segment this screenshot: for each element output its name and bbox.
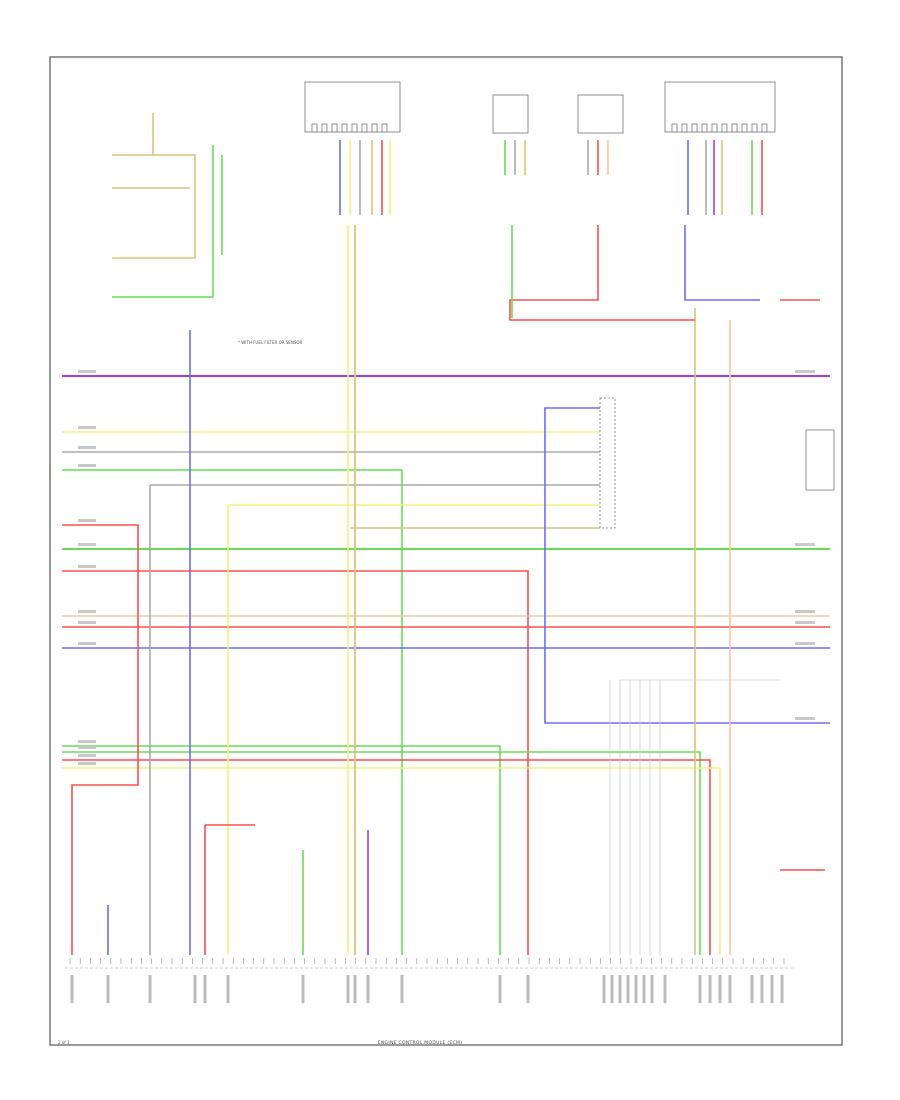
wire-tan-ul xyxy=(112,113,196,259)
pin-tr-8 xyxy=(751,123,758,133)
pin-tc-3 xyxy=(341,123,348,133)
wire-red-trunk-7 xyxy=(62,570,529,955)
wire-yellow-trunk-14 xyxy=(62,767,721,955)
wire-green-trunk-12 xyxy=(62,751,701,955)
pin-label-mark-26 xyxy=(760,975,764,1003)
left-wire-label-mark-13 xyxy=(78,762,96,765)
pin-label-mark-17 xyxy=(634,975,638,1003)
label-group xyxy=(65,370,815,1003)
pin-label-mark-10 xyxy=(400,975,404,1003)
wire-green-ul xyxy=(112,145,214,298)
right-wire-label-mark-5 xyxy=(795,717,815,720)
left-wire-label-mark-9 xyxy=(78,642,96,645)
pin-label-mark-21 xyxy=(698,975,702,1003)
right-wire-label-mark-1 xyxy=(795,543,815,546)
pin-label-mark-19 xyxy=(650,975,654,1003)
pin-tc-2 xyxy=(331,123,338,133)
note-text: * WITH FUEL FILTER OR SENSOR xyxy=(238,340,303,345)
pin-label-mark-22 xyxy=(708,975,712,1003)
right-wire-label-mark-0 xyxy=(795,370,815,373)
wire-blue-upper-right xyxy=(684,225,760,301)
wire-green-trunk-11 xyxy=(62,745,501,955)
left-wire-label-mark-1 xyxy=(78,426,96,429)
pin-label-mark-25 xyxy=(750,975,754,1003)
pin-label-mark-3 xyxy=(193,975,197,1003)
connector-top-right xyxy=(664,81,776,133)
pin-tc-5 xyxy=(361,123,368,133)
left-wire-label-mark-11 xyxy=(78,746,96,749)
wire-group xyxy=(62,113,830,955)
pin-label-mark-2 xyxy=(148,975,152,1003)
pin-label-mark-1 xyxy=(106,975,110,1003)
pin-tc-0 xyxy=(311,123,318,133)
pin-label-mark-16 xyxy=(626,975,630,1003)
pin-label-mark-0 xyxy=(70,975,74,1003)
pin-tr-7 xyxy=(741,123,748,133)
pin-label-mark-8 xyxy=(353,975,357,1003)
pin-tc-1 xyxy=(321,123,328,133)
pin-tr-1 xyxy=(681,123,688,133)
connector-mid-left xyxy=(492,94,529,134)
module-right xyxy=(805,429,835,491)
pin-label-mark-7 xyxy=(346,975,350,1003)
left-wire-label-mark-2 xyxy=(78,446,96,449)
pin-label-mark-20 xyxy=(663,975,667,1003)
pin-label-mark-13 xyxy=(602,975,606,1003)
right-wire-label-mark-4 xyxy=(795,642,815,645)
pin-label-mark-27 xyxy=(770,975,774,1003)
pin-label-mark-11 xyxy=(498,975,502,1003)
component-group xyxy=(304,81,835,529)
connector-mid-right xyxy=(577,94,624,134)
pin-label-mark-15 xyxy=(618,975,622,1003)
pin-tr-0 xyxy=(671,123,678,133)
left-wire-label-mark-5 xyxy=(78,543,96,546)
pin-label-mark-5 xyxy=(226,975,230,1003)
left-wire-label-mark-10 xyxy=(78,740,96,743)
left-wire-label-mark-0 xyxy=(78,370,96,373)
splice-right xyxy=(599,397,616,529)
pin-label-mark-6 xyxy=(301,975,305,1003)
pin-label-mark-12 xyxy=(526,975,530,1003)
wire-blue-loop xyxy=(544,407,830,724)
pin-tc-7 xyxy=(381,123,388,133)
left-wire-label-mark-12 xyxy=(78,754,96,757)
left-wire-label-mark-8 xyxy=(78,621,96,624)
pin-tr-9 xyxy=(761,123,768,133)
bottom-title: ENGINE CONTROL MODULE (ECM) xyxy=(378,1040,463,1046)
pin-label-mark-9 xyxy=(366,975,370,1003)
pin-tr-6 xyxy=(731,123,738,133)
page-mark: 2 of 3 xyxy=(58,1040,70,1045)
pin-tc-6 xyxy=(371,123,378,133)
wire-green-trunk-2 xyxy=(62,469,403,955)
pin-tr-5 xyxy=(721,123,728,133)
right-wire-label-mark-3 xyxy=(795,621,815,624)
wire-red-upper-right xyxy=(509,225,695,321)
left-wire-label-mark-7 xyxy=(78,610,96,613)
pin-tr-4 xyxy=(711,123,718,133)
pin-tr-2 xyxy=(691,123,698,133)
pin-label-mark-28 xyxy=(780,975,784,1003)
pin-label-mark-18 xyxy=(642,975,646,1003)
pin-label-mark-14 xyxy=(610,975,614,1003)
pin-tr-3 xyxy=(701,123,708,133)
left-wire-label-mark-4 xyxy=(78,519,96,522)
pin-label-mark-4 xyxy=(203,975,207,1003)
left-wire-label-mark-6 xyxy=(78,565,96,568)
pin-label-mark-23 xyxy=(718,975,722,1003)
wire-red-trunk-13 xyxy=(62,759,711,955)
pin-tc-4 xyxy=(351,123,358,133)
right-wire-label-mark-2 xyxy=(795,610,815,613)
pin-label-mark-24 xyxy=(728,975,732,1003)
wire-red-left xyxy=(62,524,139,955)
left-wire-label-mark-3 xyxy=(78,464,96,467)
diagram-frame xyxy=(49,56,843,1046)
